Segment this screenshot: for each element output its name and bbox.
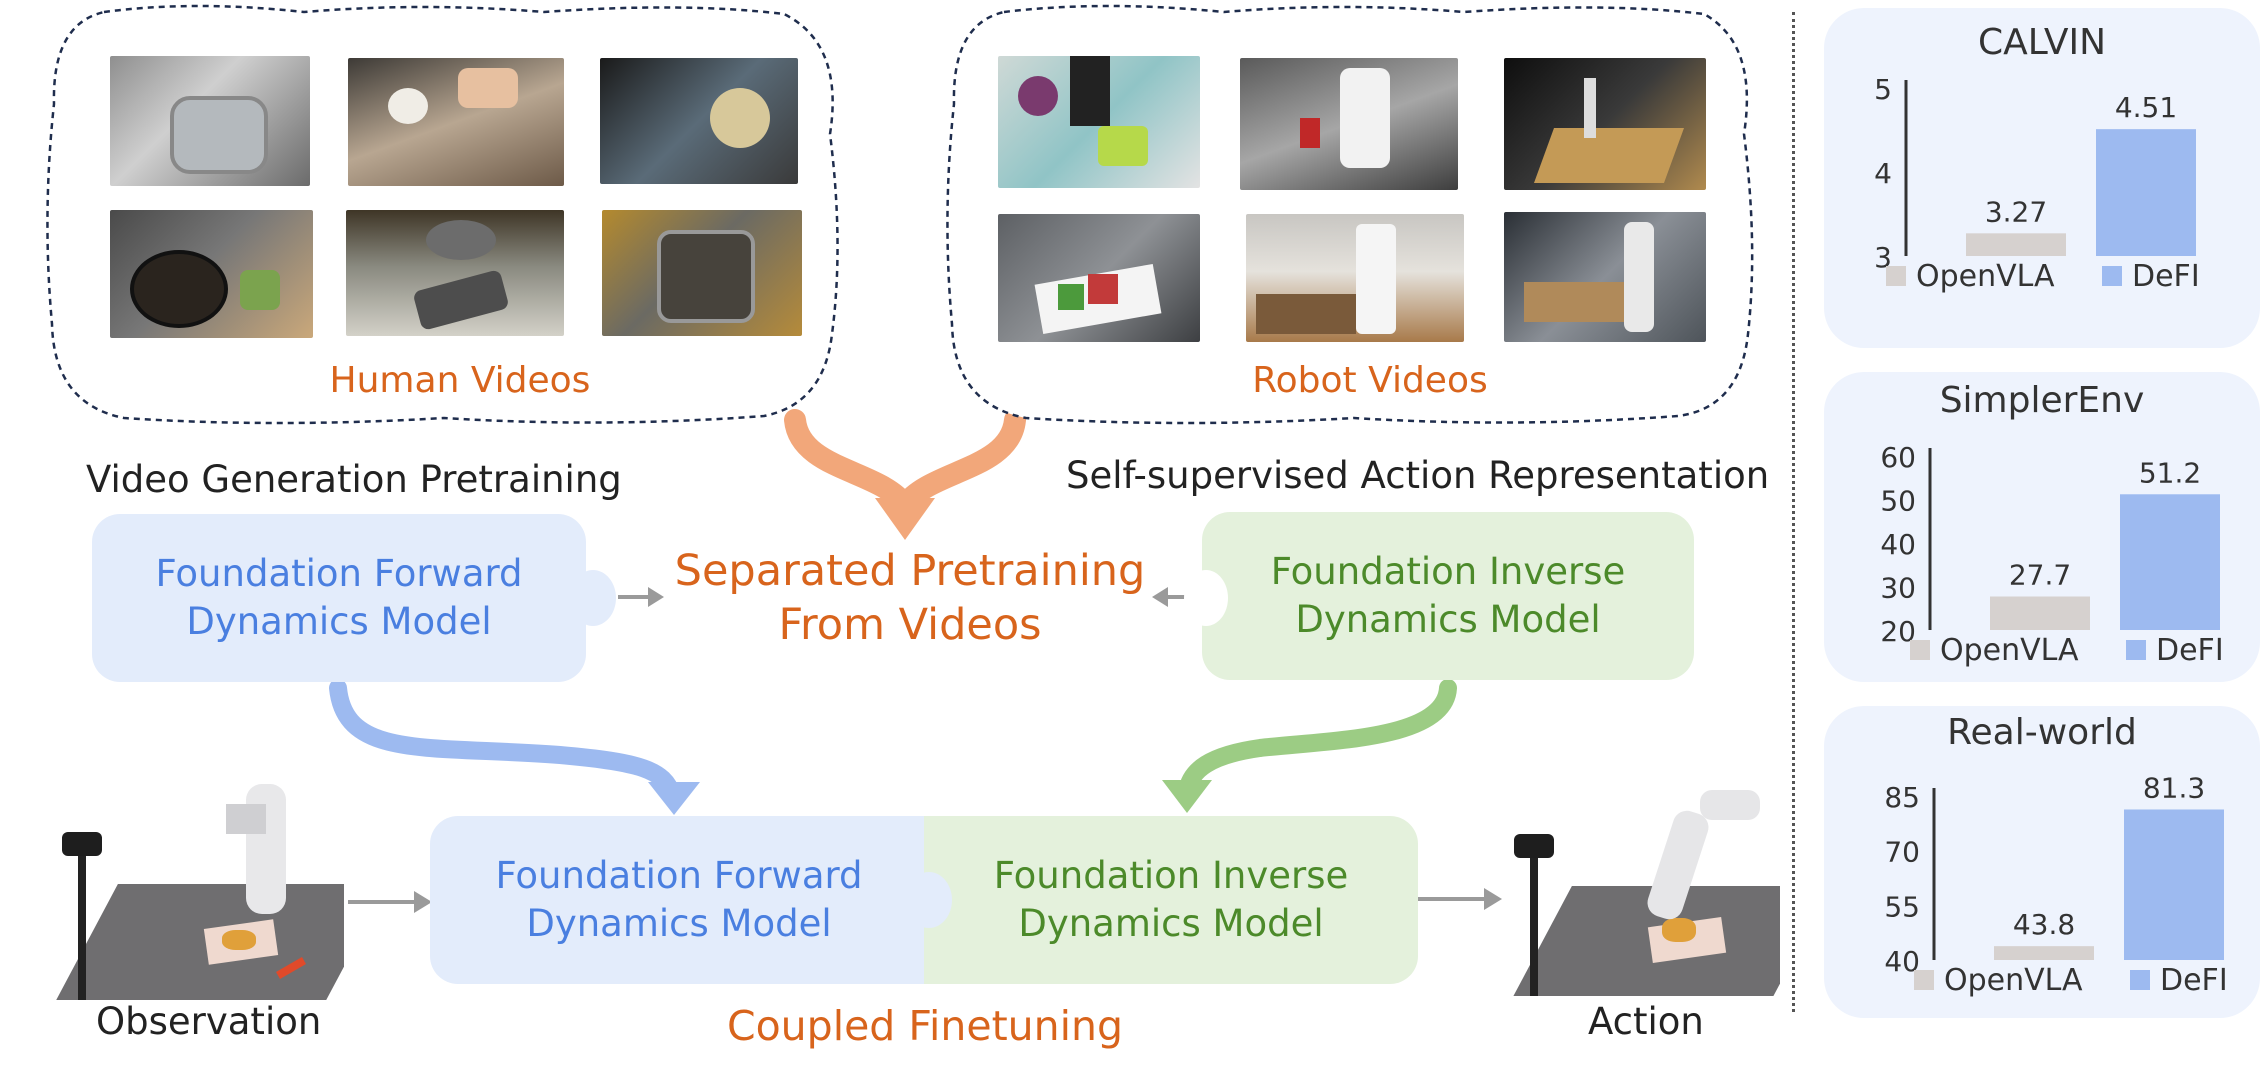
action-label: Action [1588, 1000, 1704, 1043]
defi-legend-swatch [2102, 266, 2122, 286]
center-line1: Separated Pretraining [674, 546, 1146, 596]
forward-top-puzzle-tab [570, 570, 616, 626]
defi-bar [2120, 494, 2220, 630]
defi-value-label: 4.51 [2115, 91, 2177, 124]
robot-video-thumb-2 [1240, 58, 1458, 190]
separated-pretraining-title: Separated Pretraining From Videos [660, 544, 1160, 652]
action-image [1510, 790, 1780, 996]
human-video-thumb-4 [110, 210, 313, 338]
coupled-finetuning-label: Coupled Finetuning [726, 1002, 1124, 1050]
human-video-thumb-3 [600, 58, 798, 184]
defi-legend-swatch [2130, 970, 2150, 990]
forward-finetune-curve [329, 679, 681, 804]
openvla-value-label: 3.27 [1985, 195, 2047, 228]
openvla-legend-swatch [1910, 640, 1930, 660]
human-video-thumb-5 [346, 210, 564, 336]
foundation-forward-dynamics-box-bottom: Foundation Forward Dynamics Model [430, 816, 928, 984]
defi-legend-label: DeFI [2160, 963, 2228, 998]
defi-legend-swatch [2126, 640, 2146, 660]
real-world-title: Real-world [1947, 712, 2137, 753]
robot-videos-label: Robot Videos [1252, 360, 1488, 401]
y-tick-label: 85 [1884, 781, 1920, 814]
defi-legend-label: DeFI [2132, 259, 2200, 294]
left-gray-arrowhead [648, 587, 664, 607]
openvla-bar [1990, 596, 2090, 630]
robot-to-center-curve [894, 409, 1026, 516]
openvla-legend-swatch [1886, 266, 1906, 286]
openvla-bar [1994, 946, 2094, 960]
observation-label: Observation [96, 1000, 322, 1043]
defi-legend-label: DeFI [2156, 633, 2224, 668]
y-tick-label: 55 [1884, 890, 1920, 923]
inverse-bottom-line2: Dynamics Model [1018, 902, 1324, 945]
inverse-top-line1: Foundation Inverse [1270, 550, 1626, 593]
defi-bar [2096, 129, 2196, 256]
y-tick-label: 4 [1874, 157, 1892, 190]
green-down-arrowhead [1162, 780, 1212, 813]
dotted-divider [1792, 12, 1795, 1012]
human-to-center-curve [784, 409, 916, 516]
center-down-arrowhead [875, 498, 935, 540]
robot-video-thumb-6 [1504, 212, 1706, 342]
defi-value-label: 81.3 [2143, 771, 2205, 804]
human-videos-label: Human Videos [329, 360, 591, 401]
observation-arrowhead [414, 891, 432, 913]
right-gray-arrowhead [1152, 587, 1168, 607]
forward-top-line1: Foundation Forward [155, 552, 523, 595]
robot-video-thumb-3 [1504, 58, 1706, 190]
y-tick-label: 50 [1880, 485, 1916, 518]
inverse-top-puzzle-notch [1184, 570, 1228, 626]
foundation-forward-dynamics-box-top: Foundation Forward Dynamics Model [92, 514, 586, 682]
observation-image [56, 784, 344, 1000]
video-generation-pretraining-caption: Video Generation Pretraining [86, 458, 622, 501]
blue-down-arrowhead [648, 782, 700, 815]
human-video-thumb-2 [348, 58, 564, 186]
robot-video-thumb-4 [998, 214, 1200, 342]
inverse-bottom-line1: Foundation Inverse [993, 854, 1349, 897]
center-line2: From Videos [778, 600, 1042, 650]
y-tick-label: 70 [1884, 836, 1920, 869]
defi-bar [2124, 809, 2224, 960]
openvla-value-label: 27.7 [2009, 559, 2071, 592]
calvin-title: CALVIN [1977, 22, 2107, 63]
coupled-puzzle-tab [906, 872, 952, 928]
robot-video-thumb-1 [998, 56, 1200, 188]
action-arrowhead [1484, 888, 1502, 910]
robot-video-thumb-5 [1246, 214, 1464, 342]
self-supervised-action-caption: Self-supervised Action Representation [1066, 454, 1770, 497]
simplerenv-title: SimplerEnv [1939, 380, 2145, 421]
y-tick-label: 60 [1880, 441, 1916, 474]
y-tick-label: 3 [1874, 241, 1892, 274]
defi-value-label: 51.2 [2139, 456, 2201, 489]
y-tick-label: 40 [1880, 528, 1916, 561]
forward-bottom-line1: Foundation Forward [495, 854, 863, 897]
inverse-top-line2: Dynamics Model [1295, 598, 1601, 641]
forward-bottom-line2: Dynamics Model [526, 902, 832, 945]
openvla-bar [1966, 233, 2066, 256]
openvla-legend-label: OpenVLA [1916, 259, 2055, 294]
y-tick-label: 30 [1880, 572, 1916, 605]
forward-top-line2: Dynamics Model [186, 600, 492, 643]
openvla-value-label: 43.8 [2013, 908, 2075, 941]
y-tick-label: 5 [1874, 73, 1892, 106]
human-video-thumb-1 [110, 56, 310, 186]
foundation-inverse-dynamics-box-top: Foundation Inverse Dynamics Model [1202, 512, 1694, 680]
inverse-finetune-curve [1178, 679, 1457, 801]
openvla-legend-label: OpenVLA [1944, 963, 2083, 998]
openvla-legend-swatch [1914, 970, 1934, 990]
human-video-thumb-6 [602, 210, 802, 336]
openvla-legend-label: OpenVLA [1940, 633, 2079, 668]
connector-arrows [329, 409, 1502, 913]
foundation-inverse-dynamics-box-bottom: Foundation Inverse Dynamics Model [924, 816, 1418, 984]
